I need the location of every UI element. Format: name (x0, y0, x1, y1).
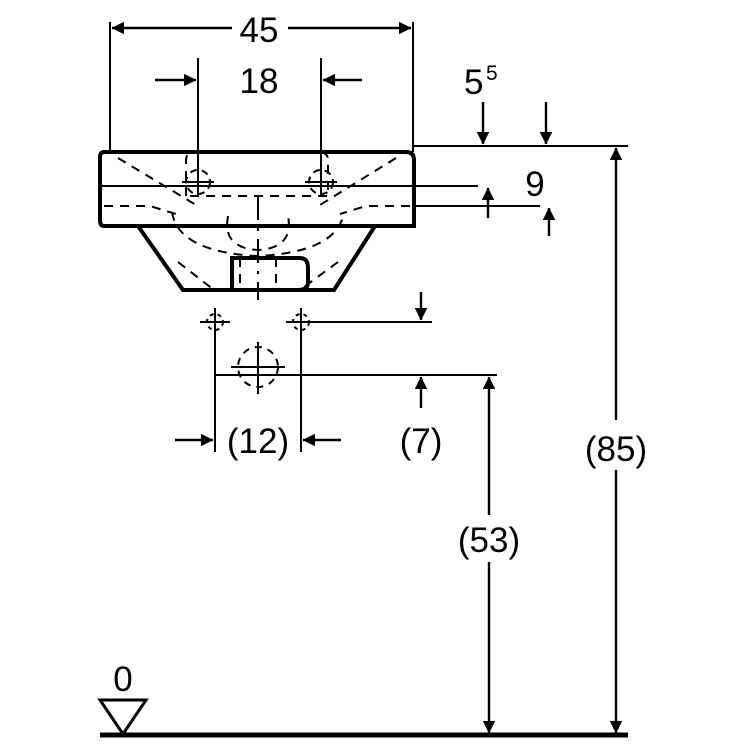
basin-outer-body (98, 150, 416, 228)
bowl-hidden-left-shelf (104, 205, 177, 215)
bowl-hidden-top-pan (185, 151, 329, 197)
dimension-label-18: 18 (240, 62, 279, 101)
dimension-label-5-5-superscript: 5 (486, 62, 498, 85)
dimension-label-45: 45 (240, 11, 279, 50)
datum-triangle-icon (97, 698, 149, 737)
dimension-label-5-5: 5 (464, 63, 483, 102)
washbasin-elevation (98, 150, 416, 300)
bowl-hidden-right-shelf (339, 205, 410, 215)
plan-drain-outlet (231, 342, 285, 394)
floor-datum-group (97, 698, 628, 738)
washbasin-plan-detail (200, 308, 316, 394)
plan-tap-hole-right (286, 308, 316, 338)
tap-hole-right (305, 169, 337, 196)
dimension-lines (111, 21, 623, 734)
plan-tap-hole-left (200, 308, 230, 338)
basin-hidden-edges (104, 151, 410, 291)
dimension-label-85: (85) (585, 430, 647, 469)
datum-label-zero: 0 (113, 660, 132, 699)
bowl-hidden-skirt-right (299, 261, 339, 291)
dimension-labels: 45 18 5 5 9 (12) (7) (53) (85) 0 (113, 11, 647, 699)
tap-hole-left (182, 169, 214, 196)
dimension-label-53: (53) (458, 521, 520, 560)
drain-housing (230, 256, 310, 292)
dimension-label-9: 9 (525, 165, 544, 204)
bowl-hidden-skirt-left (177, 261, 215, 291)
dimension-label-7: (7) (400, 422, 443, 461)
dimension-label-12: (12) (227, 422, 289, 461)
